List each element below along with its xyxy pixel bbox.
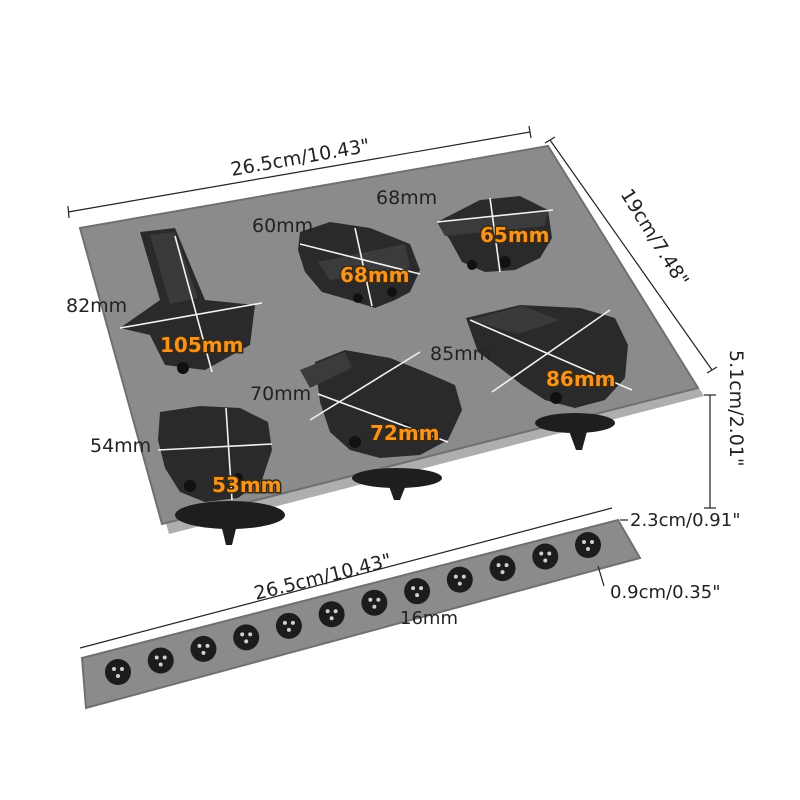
eye-hole: [446, 566, 473, 593]
eye-hole: [318, 601, 345, 628]
tray-depth-tick: [706, 366, 718, 374]
witch-hat-width-guide: [119, 302, 263, 329]
bat-face-height-label: 60mm: [252, 215, 313, 237]
strip-width-label: 2.3cm/0.91": [630, 510, 740, 531]
eye-hole: [361, 589, 388, 616]
witch-hat-width-label: 105mm: [160, 333, 243, 357]
mold-tray: [78, 144, 704, 545]
strip-length-line: [79, 507, 613, 649]
cat-face-width-guide: [436, 209, 554, 223]
tray-width-label: 26.5cm/10.43": [229, 135, 371, 181]
bat-face-height-guide: [354, 227, 373, 307]
tray-depth-line: [549, 139, 713, 371]
tray-width-tick: [528, 125, 532, 139]
tray-width-tick: [67, 205, 70, 219]
eye-hole: [275, 612, 302, 639]
cavity-small-face: [157, 406, 273, 502]
cavity-pumpkin-hat: [300, 350, 462, 458]
cavity-brim-hat: [466, 305, 633, 408]
cat-face-width-label: 65mm: [480, 223, 550, 247]
tray-foot-bowl: [535, 413, 615, 433]
tray-foot-bowl: [175, 501, 285, 529]
witch-hat-height-label: 82mm: [66, 295, 127, 317]
eye-hole: [147, 647, 174, 674]
strip-thickness-pointer: [597, 565, 605, 587]
cavity-bat-face: [298, 222, 421, 308]
eye-strip: [80, 518, 642, 710]
cat-face-height-guide: [489, 197, 501, 273]
bat-face-width-label: 68mm: [340, 263, 410, 287]
strip-thickness-label: 0.9cm/0.35": [610, 582, 720, 603]
pumpkin-hat-height-label: 70mm: [250, 383, 311, 405]
tray-width-line: [67, 131, 531, 213]
eye-hole: [190, 635, 217, 662]
eye-holes: [105, 532, 601, 685]
small-face-height-label: 54mm: [90, 435, 151, 457]
tray-depth-tick: [544, 136, 556, 144]
cavity-labels: 82mm 105mm 60mm 68mm 68mm 65mm 85mm 86mm…: [66, 187, 617, 499]
pumpkin-hat-width-guide: [309, 351, 421, 421]
cat-face-height-label: 68mm: [376, 187, 437, 209]
eye-strip-body: [80, 518, 642, 710]
small-face-height-guide: [225, 407, 233, 501]
bat-face-width-guide: [299, 243, 421, 275]
brim-hat-width-label: 86mm: [546, 367, 616, 391]
witch-hat-height-guide: [174, 235, 213, 373]
small-face-width-guide: [157, 443, 273, 451]
brim-hat-height-label: 85mm: [430, 343, 491, 365]
brim-hat-width-guide: [491, 309, 611, 393]
eye-hole: [233, 624, 260, 651]
eye-hole: [532, 543, 559, 570]
tray-height-label: 5.1cm/2.01": [725, 350, 747, 467]
eye-hole: [575, 532, 601, 558]
brim-hat-height-guide: [469, 319, 633, 391]
small-face-width-label: 53mm: [212, 473, 282, 497]
eye-hole: [404, 578, 431, 605]
eye-hole: [105, 659, 131, 685]
pumpkin-hat-width-label: 72mm: [370, 421, 440, 445]
cavity-cat-face: [436, 196, 554, 273]
tray-foot-bowl: [352, 468, 442, 488]
cavity-witch-hat: [119, 228, 263, 374]
eye-hole: [489, 555, 516, 582]
eye-diameter-label: 16mm: [400, 608, 458, 629]
